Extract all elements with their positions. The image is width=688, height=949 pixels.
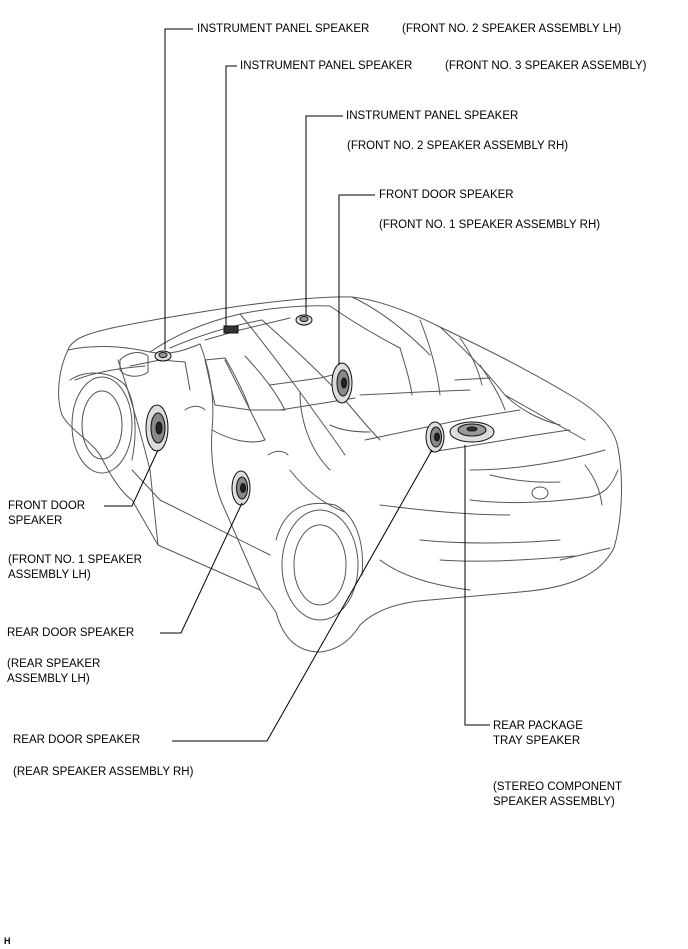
rear-door-speaker-lh-name: REAR DOOR SPEAKER	[7, 627, 135, 639]
rear-package-tray-speaker-shape	[449, 421, 495, 443]
front-door-speaker-rh-shape	[331, 362, 353, 404]
ip-speaker-center-shape	[223, 325, 239, 334]
front-door-speaker-lh-part-line2: ASSEMBLY LH)	[8, 569, 91, 581]
front-door-speaker-rh-part-text: (FRONT NO. 1 SPEAKER ASSEMBLY RH)	[379, 219, 601, 231]
rear-wheel	[281, 509, 359, 621]
ip-speaker-lh-label: INSTRUMENT PANEL SPEAKER	[197, 22, 369, 37]
front-door-speaker-lh-shape	[145, 404, 169, 452]
rear-door-speaker-rh-label: REAR DOOR SPEAKER	[13, 733, 140, 748]
car-body-outline	[58, 296, 622, 653]
ip-speaker-rh-name: INSTRUMENT PANEL SPEAKER	[346, 110, 519, 122]
rear-door-speaker-rh-part: (REAR SPEAKER ASSEMBLY RH)	[13, 765, 193, 780]
ip-speaker-center-part: (FRONT NO. 3 SPEAKER ASSEMBLY)	[445, 59, 647, 74]
rear-door-speaker-rh-part-text: (REAR SPEAKER ASSEMBLY RH)	[13, 766, 194, 778]
leader-ip-center	[225, 65, 237, 327]
front-door-speaker-rh-part: (FRONT NO. 1 SPEAKER ASSEMBLY RH)	[379, 218, 600, 233]
ip-speaker-lh-name: INSTRUMENT PANEL SPEAKER	[197, 23, 370, 35]
rear-package-tray-speaker-part-line1: (STEREO COMPONENT	[493, 781, 623, 793]
front-door-speaker-lh-part: (FRONT NO. 1 SPEAKER ASSEMBLY LH)	[8, 553, 142, 583]
front-door-speaker-lh-part-line1: (FRONT NO. 1 SPEAKER	[8, 554, 142, 566]
leader-rear-door-rh	[172, 449, 433, 742]
leader-front-door-rh	[338, 194, 375, 365]
rear-door-speaker-lh-shape	[231, 470, 251, 506]
rear-package-tray-speaker-name-line1: REAR PACKAGE	[493, 720, 583, 732]
front-wheel	[71, 376, 133, 474]
front-door-speaker-rh-name: FRONT DOOR SPEAKER	[379, 189, 514, 201]
rear-package-tray-speaker-part: (STEREO COMPONENT SPEAKER ASSEMBLY)	[493, 780, 622, 810]
front-door-speaker-lh-name-line2: SPEAKER	[8, 515, 63, 527]
rear-package-tray-speaker-name-line2: TRAY SPEAKER	[493, 735, 581, 747]
leader-ip-rh	[305, 115, 343, 315]
ip-speaker-rh-shape	[295, 314, 313, 326]
corner-mark: H	[4, 936, 11, 946]
front-door-speaker-lh-name-line1: FRONT DOOR	[8, 500, 86, 512]
leader-rear-door-lh	[160, 502, 243, 634]
ip-speaker-rh-part: (FRONT NO. 2 SPEAKER ASSEMBLY RH)	[347, 139, 568, 154]
rear-package-tray-speaker-label: REAR PACKAGE TRAY SPEAKER	[493, 719, 583, 749]
ip-speaker-rh-part-text: (FRONT NO. 2 SPEAKER ASSEMBLY RH)	[347, 140, 569, 152]
ip-speaker-rh-label: INSTRUMENT PANEL SPEAKER	[346, 109, 518, 124]
front-door-speaker-rh-label: FRONT DOOR SPEAKER	[379, 188, 514, 203]
leader-front-door-lh	[104, 449, 159, 507]
leader-rear-package-tray	[464, 445, 490, 726]
rear-door-speaker-rh-name: REAR DOOR SPEAKER	[13, 734, 141, 746]
front-door-speaker-lh-label: FRONT DOOR SPEAKER	[8, 499, 85, 529]
rear-door-speaker-lh-part-line1: (REAR SPEAKER	[7, 658, 101, 670]
rear-door-speaker-lh-part-line2: ASSEMBLY LH)	[7, 673, 90, 685]
ip-speaker-lh-part: (FRONT NO. 2 SPEAKER ASSEMBLY LH)	[402, 22, 621, 37]
rear-door-speaker-lh-label: REAR DOOR SPEAKER	[7, 626, 134, 641]
rear-package-tray-speaker-part-line2: SPEAKER ASSEMBLY)	[493, 796, 615, 808]
ip-speaker-lh-part-text: (FRONT NO. 2 SPEAKER ASSEMBLY LH)	[402, 23, 622, 35]
ip-speaker-lh-shape	[154, 350, 172, 362]
leader-ip-lh	[164, 28, 193, 350]
ip-speaker-center-part-text: (FRONT NO. 3 SPEAKER ASSEMBLY)	[445, 60, 647, 72]
rear-door-speaker-rh-shape	[425, 421, 445, 453]
ip-speaker-center-name: INSTRUMENT PANEL SPEAKER	[240, 60, 413, 72]
rear-door-speaker-lh-part: (REAR SPEAKER ASSEMBLY LH)	[7, 657, 100, 687]
ip-speaker-center-label: INSTRUMENT PANEL SPEAKER	[240, 59, 412, 74]
